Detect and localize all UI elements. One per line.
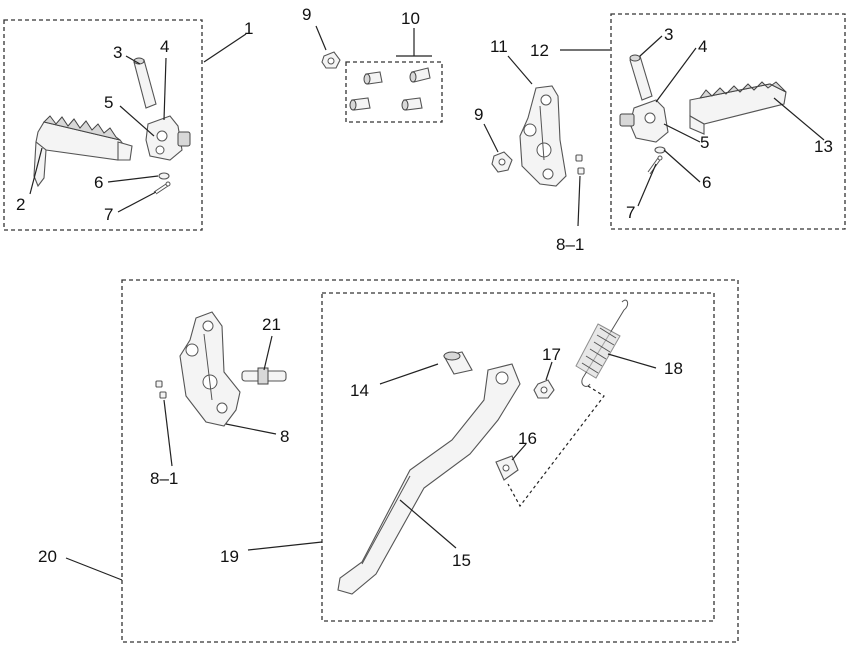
right-washer (654, 146, 666, 154)
callout-6-right: 6 (702, 173, 711, 192)
right-footrest-pin (629, 54, 653, 101)
left-washer (158, 172, 170, 180)
callout-7-left: 7 (104, 205, 113, 224)
right-bracket-plate (519, 85, 567, 187)
callout-14: 14 (350, 381, 369, 400)
callout-8: 8 (280, 427, 289, 446)
right-nut (491, 151, 513, 173)
pivot-bolt (443, 351, 473, 375)
left-footrest-part (33, 115, 133, 188)
callout-15: 15 (452, 551, 471, 570)
callout-16: 16 (518, 429, 537, 448)
spring-hook-pin (495, 455, 519, 481)
right-footrest-bracket (619, 99, 669, 143)
stand-bracket-plate (179, 311, 241, 427)
left-footrest-pin (133, 57, 157, 109)
left-cotter-pin (153, 181, 171, 195)
callout-4-left: 4 (160, 37, 169, 56)
callout-9-right: 9 (474, 105, 483, 124)
stud-bolt (241, 367, 287, 385)
callout-19: 19 (220, 547, 239, 566)
left-footrest-bracket (145, 115, 191, 161)
top-nut (321, 51, 341, 69)
callout-13: 13 (814, 137, 833, 156)
callout-21: 21 (262, 315, 281, 334)
callout-2: 2 (16, 195, 25, 214)
leader-lines (29, 25, 825, 581)
group-box-left-footrest (3, 19, 203, 231)
callout-4-right: 4 (698, 37, 707, 56)
callout-8-1-right: 8–1 (556, 235, 584, 254)
callout-1: 1 (244, 19, 253, 38)
callout-20: 20 (38, 547, 57, 566)
group-box-side-stand (321, 292, 715, 622)
callout-8-1-lower: 8–1 (150, 469, 178, 488)
callout-9-top: 9 (302, 5, 311, 24)
callout-6-left: 6 (94, 173, 103, 192)
callout-11: 11 (490, 37, 508, 56)
callout-3-right: 3 (664, 25, 673, 44)
lower-dowel-pins (155, 380, 167, 399)
right-dowel-pins (575, 154, 585, 175)
group-box-stand-assembly (121, 279, 739, 643)
right-footrest-part (689, 81, 787, 135)
callout-7-right: 7 (626, 203, 635, 222)
spring-connection-dashed (507, 385, 605, 508)
side-stand-leg (337, 363, 521, 595)
bolt-set (349, 67, 431, 111)
callout-12: 12 (530, 41, 549, 60)
callout-5-right: 5 (700, 133, 709, 152)
callout-17: 17 (542, 345, 561, 364)
callout-5-left: 5 (104, 93, 113, 112)
group-box-bolts (345, 61, 443, 123)
callout-18: 18 (664, 359, 683, 378)
stand-nut (533, 379, 555, 399)
callout-3-left: 3 (113, 43, 122, 62)
callout-10: 10 (401, 9, 420, 28)
return-spring (575, 299, 629, 387)
